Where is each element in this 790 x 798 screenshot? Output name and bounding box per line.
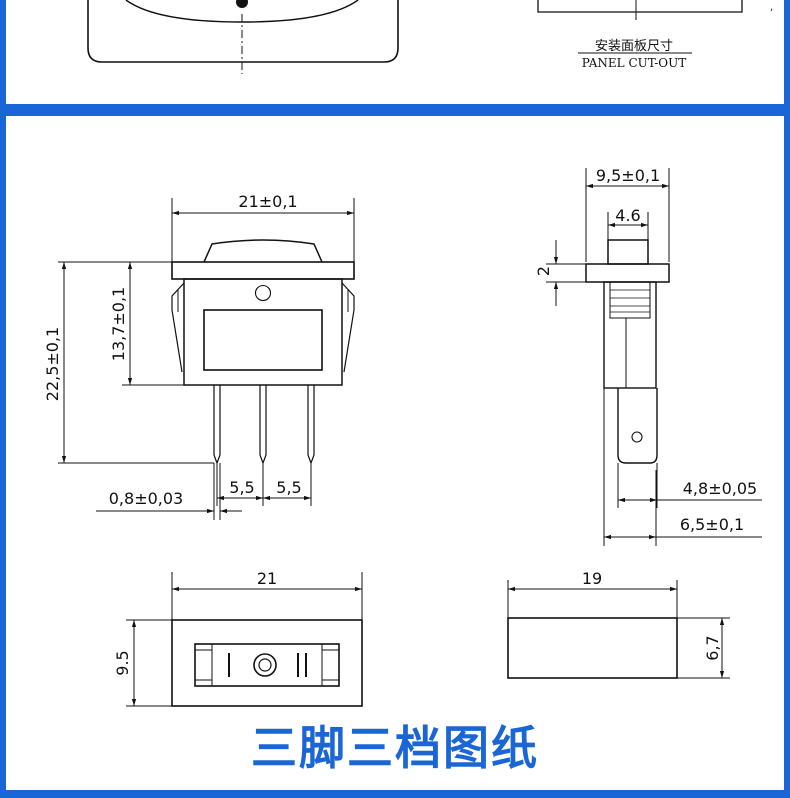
cutout-rect-cropped (537, 0, 743, 13)
cutout-view (507, 580, 730, 679)
rocker-width-label: 4.6 (615, 206, 640, 225)
front-width-label: 21±0,1 (238, 192, 297, 211)
top-frame (171, 619, 363, 707)
main-drawing-panel: 21±0,1 22,5±0,1 13,7±0,1 5,5 5,5 0,8±0,0… (6, 116, 784, 790)
side-terminal (617, 388, 658, 464)
side-flange (585, 263, 670, 283)
indicator-hole (254, 284, 272, 302)
switch-outline-cropped (87, 0, 399, 63)
technical-drawing: 21±0,1 22,5±0,1 13,7±0,1 5,5 5,5 0,8±0,0… (43, 166, 762, 707)
top-drawing-panel: , 安装面板尺寸 PANEL CUT-OUT (6, 0, 784, 104)
cutout-height-label: 6,7 (703, 635, 722, 660)
body-depth-label: 6,5±0,1 (680, 515, 744, 534)
rocker (203, 239, 323, 263)
front-total-height-label: 22,5±0,1 (43, 327, 62, 401)
terminal-width-label: 4,8±0,05 (683, 479, 757, 498)
body (183, 278, 343, 386)
pin-right (307, 385, 315, 465)
indicator-window (203, 309, 323, 371)
side-width-label: 9,5±0,1 (596, 166, 660, 185)
flange (171, 261, 355, 280)
pin-pitch-2-label: 5,5 (276, 478, 301, 497)
pin-pitch-1-label: 5,5 (229, 478, 254, 497)
top-rocker-outer (194, 643, 340, 687)
side-rocker (607, 239, 649, 265)
left-clip (171, 282, 185, 373)
top-view (126, 572, 363, 707)
top-height-label: 9.5 (113, 650, 132, 675)
pin-center (259, 385, 267, 465)
center-dot (236, 0, 248, 8)
front-body-height-label: 13,7±0,1 (109, 287, 128, 361)
cutout-width-label: 19 (582, 569, 602, 588)
top-width-label: 21 (257, 569, 277, 588)
panel-cutout-label-en: PANEL CUT-OUT (582, 56, 686, 70)
pin-left (213, 385, 221, 465)
panel-cutout-label-cn: 安装面板尺寸 (595, 39, 673, 54)
right-clip (341, 282, 355, 373)
drawing-title: 三脚三档图纸 (251, 721, 539, 775)
side-clip (609, 281, 651, 319)
side-view (546, 168, 762, 546)
front-view (58, 198, 355, 520)
terminal-hole (631, 431, 643, 443)
pin-thickness-label: 0,8±0,03 (109, 489, 183, 508)
tick-mark: , (770, 2, 773, 13)
panel-cutout-drawing: , 安装面板尺寸 PANEL CUT-OUT (87, 0, 773, 74)
rocker-height-label: 2 (534, 266, 553, 276)
cutout-rect (507, 617, 678, 679)
center-ring (253, 653, 277, 677)
